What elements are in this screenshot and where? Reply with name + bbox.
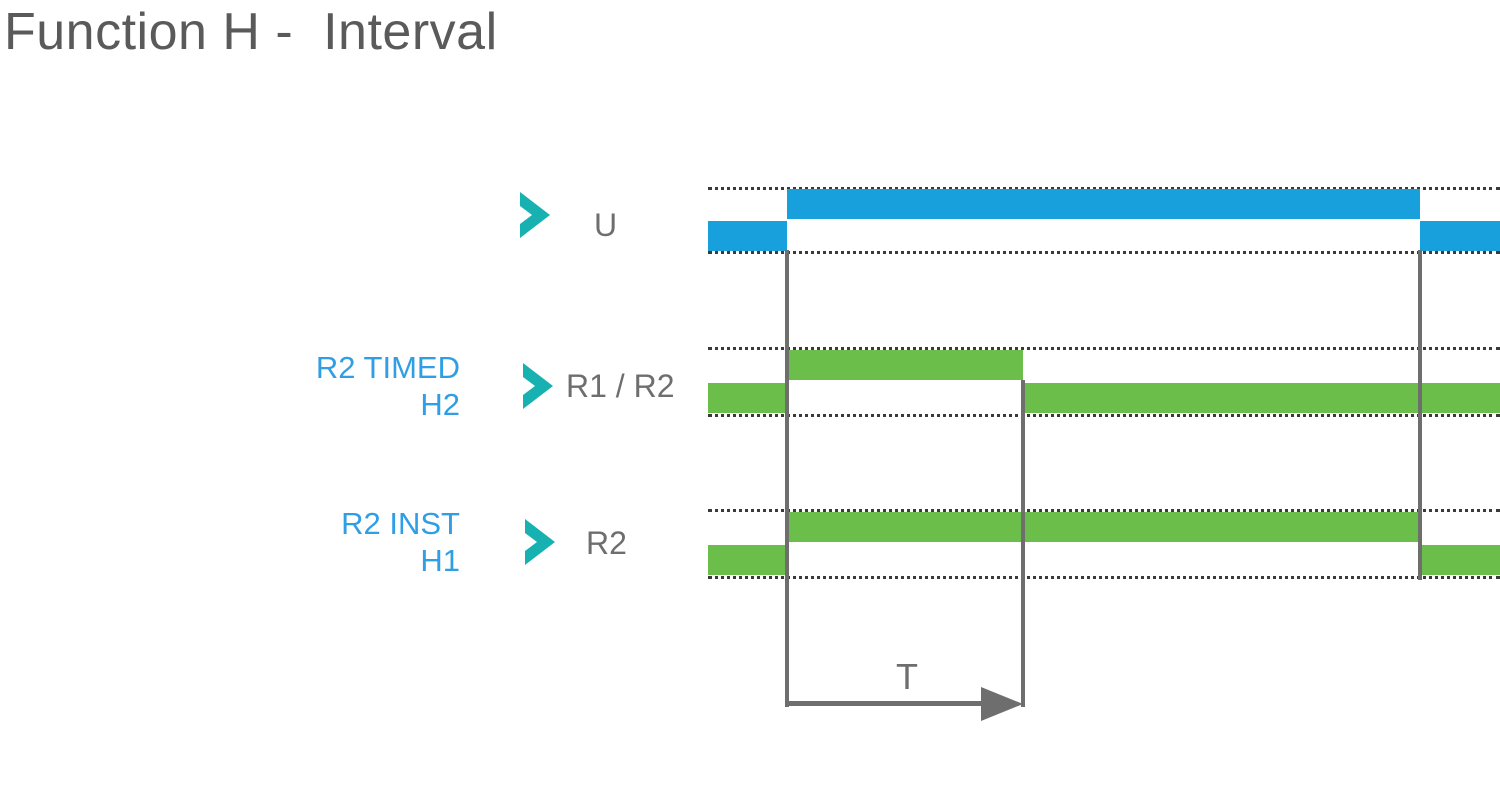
guide-line-top-u [708, 187, 1500, 190]
transition-line-start [785, 250, 789, 707]
guide-line-bottom-r1r2 [708, 414, 1500, 417]
wave-segment-low [1420, 221, 1500, 251]
signal-label-u: U [594, 207, 618, 243]
guide-line-top-r2 [708, 509, 1500, 512]
interval-arrow-line [787, 701, 981, 706]
wave-segment-low [708, 545, 787, 575]
wave-segment-high [787, 350, 1023, 380]
row-descriptor-r1r2: R2 TIMED H2 [315, 350, 460, 422]
wave-segment-high [787, 512, 1420, 542]
play-triangle-icon [523, 518, 557, 566]
interval-arrowhead [981, 687, 1023, 721]
transition-line-interval-end [1021, 380, 1025, 707]
page-title: Function H - Interval [4, 3, 498, 61]
guide-line-bottom-r2 [708, 576, 1500, 579]
wave-segment-high [787, 189, 1420, 219]
signal-label-r2: R2 [586, 525, 627, 561]
wave-segment-low [1420, 545, 1500, 575]
guide-line-top-r1r2 [708, 347, 1500, 350]
signal-label-r1r2: R1 / R2 [566, 368, 675, 404]
wave-segment-low [1023, 383, 1500, 413]
guide-line-bottom-u [708, 251, 1500, 254]
play-triangle-icon [518, 191, 552, 239]
row-descriptor-r2: R2 INST H1 [341, 506, 460, 578]
interval-label: T [896, 656, 918, 697]
wave-segment-low [708, 383, 787, 413]
transition-line-end [1418, 250, 1422, 580]
play-triangle-icon [521, 362, 555, 410]
wave-segment-low [708, 221, 787, 251]
